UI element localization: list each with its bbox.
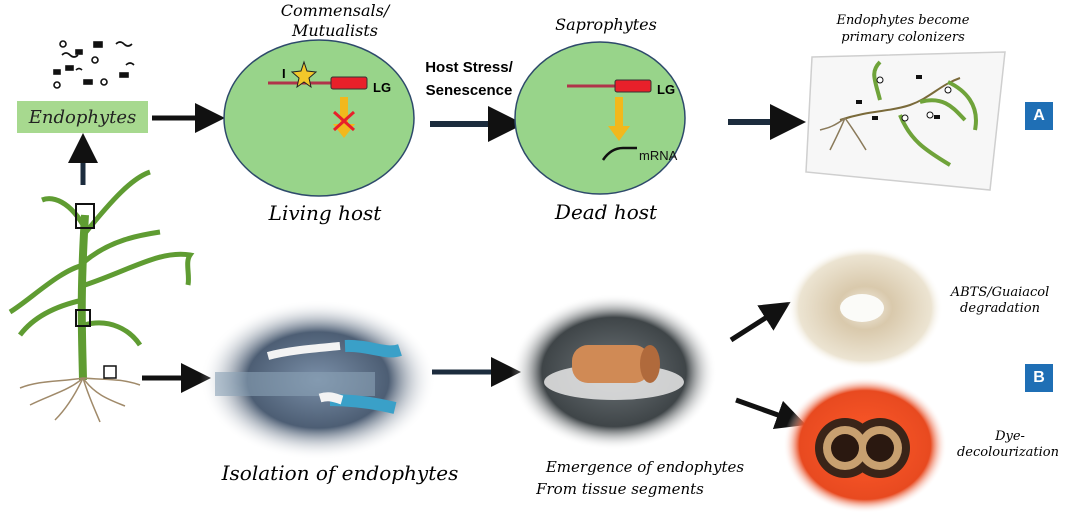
dead-host-cell bbox=[514, 41, 686, 195]
endophyte-cells-icon bbox=[53, 40, 135, 89]
panel-b-badge: B bbox=[1025, 364, 1053, 392]
saprophytes-label: Saprophytes bbox=[555, 15, 657, 34]
host-stress-label-2: Senescence bbox=[426, 82, 513, 99]
commensals-label-1: Commensals/ bbox=[281, 1, 391, 20]
cell2-gene-label: LG bbox=[657, 82, 675, 97]
dye-label-2: decolourization bbox=[957, 445, 1059, 460]
primary-colonizers-label-2: primary colonizers bbox=[841, 30, 965, 45]
living-host-label: Living host bbox=[268, 201, 383, 225]
panel-a-badge: A bbox=[1025, 102, 1053, 130]
abts-plate-photo bbox=[787, 246, 943, 370]
to-dye-plate-arrow bbox=[735, 397, 807, 430]
isolation-label: Isolation of endophytes bbox=[221, 461, 459, 485]
emergence-label-2: From tissue segments bbox=[535, 480, 704, 498]
maize-plant bbox=[8, 169, 195, 423]
tissue-segment-photo bbox=[511, 294, 717, 450]
endophytes-label: Endophytes bbox=[28, 106, 137, 128]
dye-plate-photo bbox=[783, 377, 947, 513]
cell1-gene-label: LG bbox=[373, 80, 391, 95]
mrna-label: mRNA bbox=[639, 148, 678, 163]
isolation-lab-photo bbox=[200, 300, 436, 460]
dye-label-1: Dye- bbox=[994, 429, 1025, 444]
commensals-label-2: Mutualists bbox=[291, 21, 378, 40]
to-abts-plate-arrow bbox=[729, 301, 791, 343]
host-stress-label-1: Host Stress/ bbox=[425, 59, 513, 76]
abts-label-1: ABTS/Guaiacol bbox=[950, 285, 1050, 300]
emergence-label-1: Emergence of endophytes bbox=[545, 458, 745, 476]
colonized-leaf-panel bbox=[805, 51, 1006, 191]
endophytes-label-box: Endophytes bbox=[17, 101, 148, 133]
dead-host-label: Dead host bbox=[554, 200, 658, 224]
inhibitor-label: I bbox=[282, 66, 286, 81]
abts-label-2: degradation bbox=[960, 301, 1040, 316]
primary-colonizers-label-1: Endophytes become bbox=[836, 13, 970, 28]
living-host-cell bbox=[223, 39, 415, 197]
